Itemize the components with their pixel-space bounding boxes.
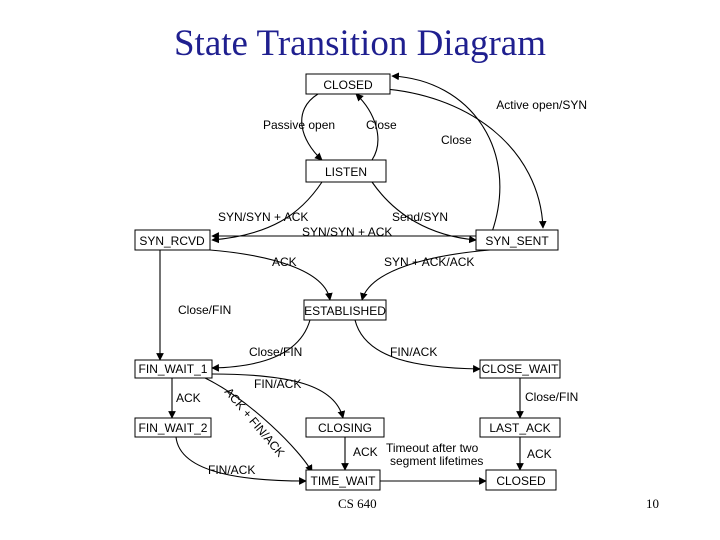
edge-synsent-established: [360, 249, 491, 301]
transition-edges: [156, 72, 547, 485]
label-syn-synack-2: SYN/SYN + ACK: [302, 225, 392, 239]
state-listen: LISTEN: [305, 159, 387, 183]
edge-listen-closed: [355, 93, 379, 161]
label-ack-fin-ack: ACK + FIN/ACK: [222, 385, 288, 460]
footer-course: CS 640: [338, 496, 377, 511]
state-fin-wait-2-label: FIN_WAIT_2: [139, 421, 208, 435]
state-syn-rcvd: SYN_RCVD: [134, 229, 211, 251]
state-established-label: ESTABLISHED: [304, 304, 386, 318]
label-ack-2: ACK: [176, 391, 201, 405]
state-syn-sent: SYN_SENT: [475, 229, 559, 251]
label-ack-4: ACK: [527, 447, 552, 461]
edge-finwait1-closing: [211, 373, 346, 419]
edge-closed-synsent: [371, 87, 547, 229]
state-time-wait-label: TIME_WAIT: [311, 474, 377, 488]
edge-synsent-closed: [391, 72, 501, 233]
state-close-wait: CLOSE_WAIT: [479, 359, 561, 379]
edge-synrcvd-established: [209, 249, 333, 301]
label-fin-ack-2: FIN/ACK: [254, 377, 301, 391]
state-last-ack: LAST_ACK: [479, 417, 561, 438]
edge-established-closewait: [354, 319, 481, 373]
state-closed-final: CLOSED: [485, 469, 557, 491]
label-ack: ACK: [272, 255, 297, 269]
label-active-open: Active open/SYN: [496, 98, 587, 112]
state-time-wait: TIME_WAIT: [305, 469, 381, 491]
label-ack-3: ACK: [353, 445, 378, 459]
edge-listen-synsent: [371, 181, 477, 244]
state-syn-sent-label: SYN_SENT: [485, 234, 549, 248]
state-closed: CLOSED: [305, 73, 391, 95]
state-closing-label: CLOSING: [318, 421, 372, 435]
label-close-fin-3: Close/FIN: [525, 390, 578, 404]
edge-closed-listen: [301, 93, 323, 161]
state-last-ack-label: LAST_ACK: [489, 421, 550, 435]
label-timeout: Timeout after two: [386, 441, 479, 455]
label-close-fin-2: Close/FIN: [249, 345, 302, 359]
label-synack-ack: SYN + ACK/ACK: [384, 255, 474, 269]
edge-finwait2-timewait: [175, 436, 307, 485]
label-close-1: Close: [366, 118, 397, 132]
label-syn-synack: SYN/SYN + ACK: [218, 210, 308, 224]
edge-established-finwait1: [211, 319, 311, 372]
label-close-fin-1: Close/FIN: [178, 303, 231, 317]
label-passive-open: Passive open: [263, 118, 335, 132]
state-fin-wait-1: FIN_WAIT_1: [134, 359, 213, 379]
state-closed-final-label: CLOSED: [496, 474, 546, 488]
state-syn-rcvd-label: SYN_RCVD: [139, 234, 205, 248]
state-closing: CLOSING: [305, 417, 385, 438]
label-close-2: Close: [441, 133, 472, 147]
label-segment-lifetimes: segment lifetimes: [390, 454, 483, 468]
edge-listen-synrcvd: [211, 181, 323, 244]
state-listen-label: LISTEN: [325, 165, 367, 179]
state-fin-wait-2: FIN_WAIT_2: [134, 417, 212, 438]
label-fin-ack-1: FIN/ACK: [390, 345, 437, 359]
page-number: 10: [646, 496, 659, 511]
state-fin-wait-1-label: FIN_WAIT_1: [139, 362, 208, 376]
page-title: State Transition Diagram: [173, 23, 547, 64]
label-fin-ack-3: FIN/ACK: [208, 463, 255, 477]
label-send-syn: Send/SYN: [392, 210, 448, 224]
edge-finwait1-timewait: [204, 377, 313, 473]
state-closed-label: CLOSED: [323, 78, 373, 92]
state-close-wait-label: CLOSE_WAIT: [482, 362, 560, 376]
state-established: ESTABLISHED: [303, 299, 387, 321]
